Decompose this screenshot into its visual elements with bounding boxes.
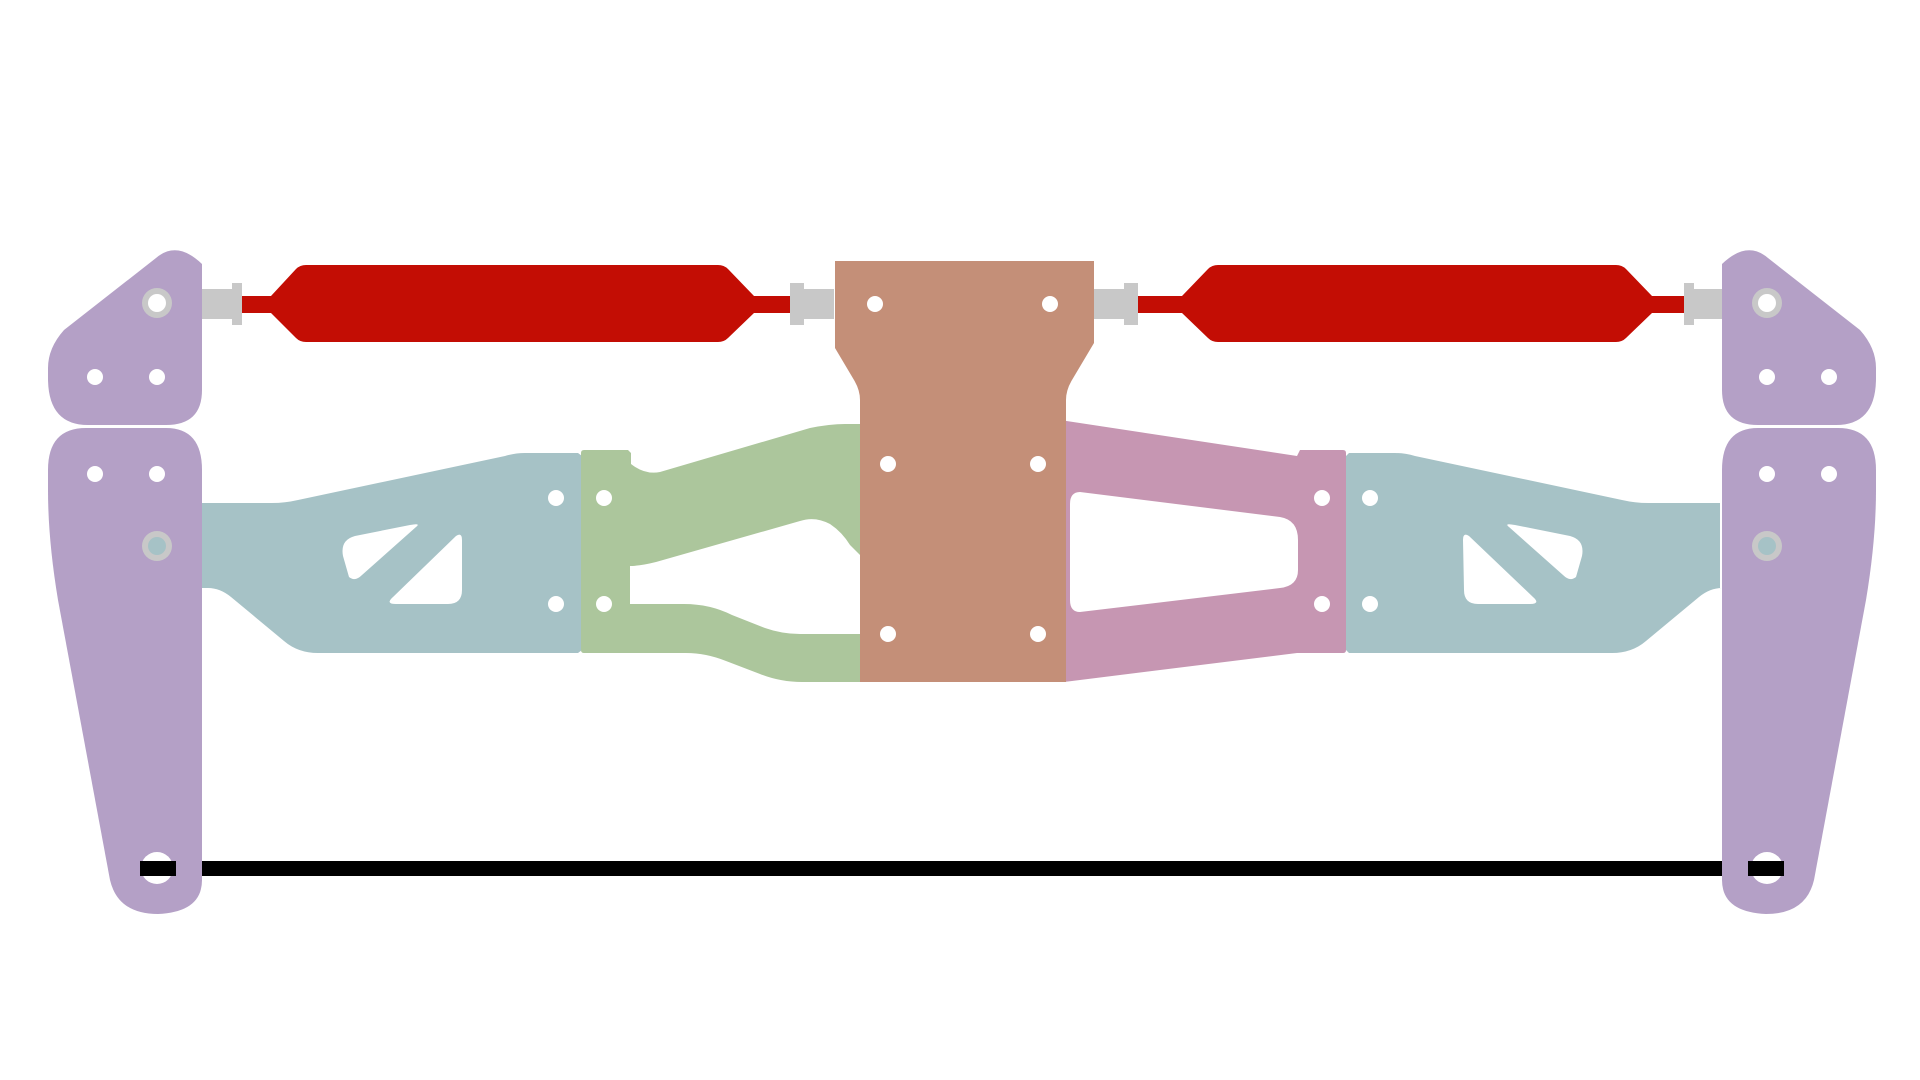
rod-end-outer-left	[202, 283, 242, 325]
steering-knuckle-right	[1722, 250, 1876, 914]
steering-arm-left-hole	[87, 369, 103, 385]
ball-joint-left-core	[148, 537, 166, 555]
steering-arm-right-hole	[1821, 369, 1837, 385]
lower-arm-left-hole	[548, 596, 564, 612]
link-pivot-left-pin	[140, 861, 176, 876]
ball-joint-right-core	[1758, 537, 1776, 555]
tie-rod-sleeve-right	[1182, 265, 1652, 342]
tie-rod-sleeve-left	[271, 265, 754, 342]
bracket-left-hole	[596, 596, 612, 612]
tie-rod-pivot-left-core	[148, 294, 166, 312]
bracket-left	[581, 424, 860, 682]
bracket-right-cutout	[1070, 492, 1298, 612]
lower-link-bar	[140, 861, 1787, 876]
bracket-left-cutout	[630, 519, 860, 634]
lower-arm-right-cutout-2	[1463, 534, 1537, 604]
steering-arm-left	[48, 250, 202, 425]
lower-arm-right-body	[1346, 453, 1722, 653]
bracket-right-hole	[1314, 490, 1330, 506]
rod-end-outer-right	[1684, 283, 1724, 325]
center-plate-hole	[867, 296, 883, 312]
lower-arm-left-cutout-2	[389, 534, 462, 604]
tie-rod-assembly-left	[202, 265, 834, 342]
lower-arm-right-cutout	[1506, 524, 1583, 580]
center-plate-body	[835, 261, 1094, 682]
center-chassis-plate	[835, 261, 1094, 682]
lower-arm-left-body	[200, 453, 582, 653]
upright-right-hole	[1821, 466, 1837, 482]
center-plate-hole	[880, 456, 896, 472]
center-plate-hole	[880, 626, 896, 642]
upright-right	[1722, 428, 1876, 914]
lower-arm-right-hole	[1362, 490, 1378, 506]
upright-left-hole	[149, 466, 165, 482]
steering-knuckle-left	[48, 250, 202, 914]
upright-left-hole	[87, 466, 103, 482]
center-plate-hole	[1030, 626, 1046, 642]
link-pivot-right-pin	[1748, 861, 1784, 876]
center-plate-hole	[1030, 456, 1046, 472]
steering-arm-right	[1722, 250, 1876, 425]
bracket-right-hole	[1314, 596, 1330, 612]
lower-arm-right	[1346, 453, 1722, 653]
lower-arm-left	[200, 453, 582, 653]
steering-arm-left-hole	[149, 369, 165, 385]
lower-link-shaft	[140, 861, 1787, 876]
bracket-left-hole	[596, 490, 612, 506]
rod-end-inner-left	[790, 283, 834, 325]
rod-end-inner-right	[1094, 283, 1138, 325]
steering-arm-right-hole	[1759, 369, 1775, 385]
lower-arm-left-hole	[548, 490, 564, 506]
tie-rod-pivot-right-core	[1758, 294, 1776, 312]
tie-rod-assembly-right	[1094, 265, 1724, 342]
center-plate-hole	[1042, 296, 1058, 312]
lower-arm-right-hole	[1362, 596, 1378, 612]
upright-right-hole	[1759, 466, 1775, 482]
bracket-right	[1060, 420, 1346, 682]
lower-arm-left-cutout	[342, 524, 419, 580]
upright-left	[48, 428, 202, 914]
